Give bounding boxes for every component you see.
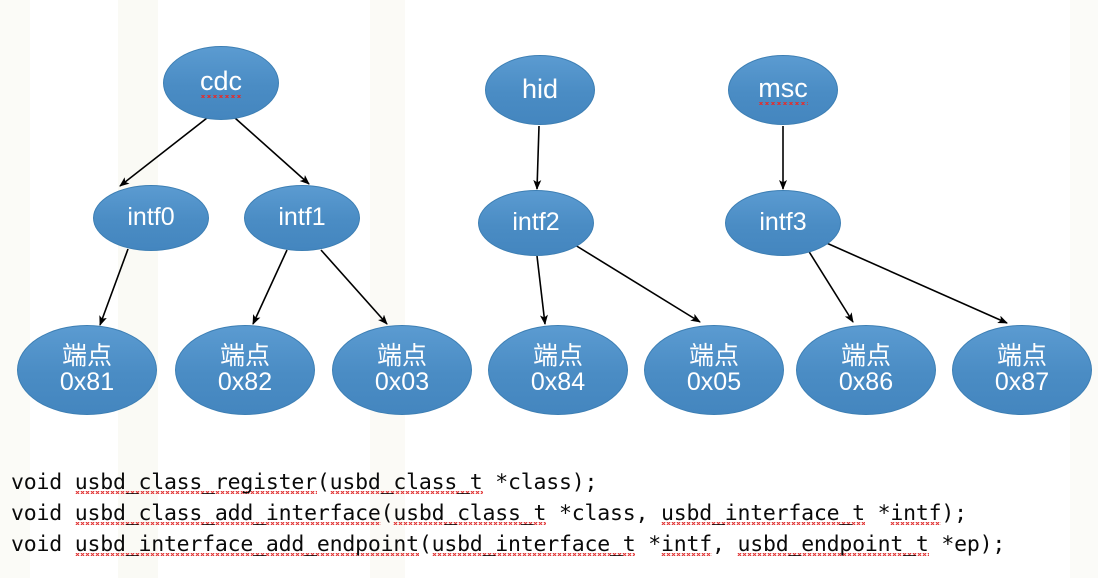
node-label: intf0 — [127, 203, 175, 232]
edge-intf2-to-ep05 — [574, 244, 701, 323]
edge-intf2-to-ep84 — [536, 255, 548, 325]
code-identifier: usbd_class_t — [329, 470, 483, 495]
node-label: hid — [521, 74, 559, 105]
code-text: ( — [418, 532, 432, 557]
node-label: 0x86 — [838, 368, 894, 396]
code-text: * — [864, 501, 891, 526]
code-text: void — [11, 501, 75, 526]
code-text: *class, — [546, 501, 661, 526]
node-label: 0x87 — [994, 368, 1050, 396]
code-identifier: usbd_class_t — [393, 501, 547, 526]
code-text: void — [11, 470, 75, 495]
code-text: void — [11, 532, 75, 557]
code-identifier: usbd_endpoint_t — [737, 532, 929, 557]
code-identifier: usbd_class_register — [74, 470, 317, 495]
node-label: 端点 — [996, 342, 1047, 371]
node-label: 0x03 — [374, 368, 430, 396]
interface-node-intf3[interactable]: intf3 — [725, 190, 841, 256]
edge-cdc-to-intf1 — [234, 117, 310, 185]
code-text: *ep); — [928, 532, 1006, 557]
node-label: 端点 — [532, 342, 583, 371]
code-line: void usbd_class_add_interface(usbd_class… — [11, 501, 967, 526]
code-identifier: usbd_interface_add_endpoint — [74, 532, 419, 557]
interface-node-intf0[interactable]: intf0 — [93, 185, 209, 251]
node-label: 0x84 — [530, 368, 586, 396]
node-label: 端点 — [219, 342, 270, 371]
edge-layer — [99, 117, 1008, 326]
node-label: msc — [758, 74, 808, 106]
code-text: *class); — [482, 470, 598, 495]
code-identifier: usbd_interface_t — [431, 532, 636, 557]
node-label: 端点 — [376, 342, 427, 371]
api-code-block: void usbd_class_register(usbd_class_t *c… — [0, 470, 1098, 578]
edge-intf3-to-ep86 — [807, 249, 854, 323]
edge-intf3-to-ep87 — [821, 240, 1008, 324]
code-identifier: intf — [660, 532, 712, 557]
edge-cdc-to-intf0 — [119, 117, 208, 187]
node-label: 端点 — [688, 342, 739, 371]
class-node-hid[interactable]: hid — [485, 55, 595, 125]
interface-node-intf1[interactable]: intf1 — [244, 185, 360, 251]
code-text: * — [635, 532, 661, 557]
node-label: intf2 — [512, 208, 560, 237]
code-text: ); — [941, 501, 967, 526]
code-line: void usbd_class_register(usbd_class_t *c… — [11, 470, 597, 495]
code-identifier: usbd_interface_t — [660, 501, 865, 526]
code-text: , — [711, 532, 738, 557]
edge-intf0-to-ep81 — [99, 248, 129, 326]
node-label: 0x81 — [59, 368, 115, 396]
node-label: 0x82 — [217, 368, 273, 396]
code-line: void usbd_interface_add_endpoint(usbd_in… — [11, 532, 1005, 557]
code-identifier: usbd_class_add_interface — [74, 501, 381, 526]
interface-node-intf2[interactable]: intf2 — [478, 190, 594, 256]
node-label: cdc — [199, 67, 243, 99]
node-label: 端点 — [61, 342, 112, 371]
edge-intf1-to-ep82 — [252, 249, 288, 325]
code-text: ( — [316, 470, 330, 495]
node-label: intf1 — [278, 203, 326, 232]
edge-intf1-to-ep03 — [320, 249, 388, 325]
edge-hid-to-intf2 — [533, 125, 542, 190]
code-text: ( — [380, 501, 394, 526]
node-label: 0x05 — [686, 368, 742, 396]
node-label: 端点 — [840, 342, 891, 371]
class-node-msc[interactable]: msc — [728, 55, 838, 125]
node-label: intf3 — [759, 208, 807, 237]
code-identifier: intf — [890, 501, 942, 526]
class-node-cdc[interactable]: cdc — [163, 46, 279, 120]
